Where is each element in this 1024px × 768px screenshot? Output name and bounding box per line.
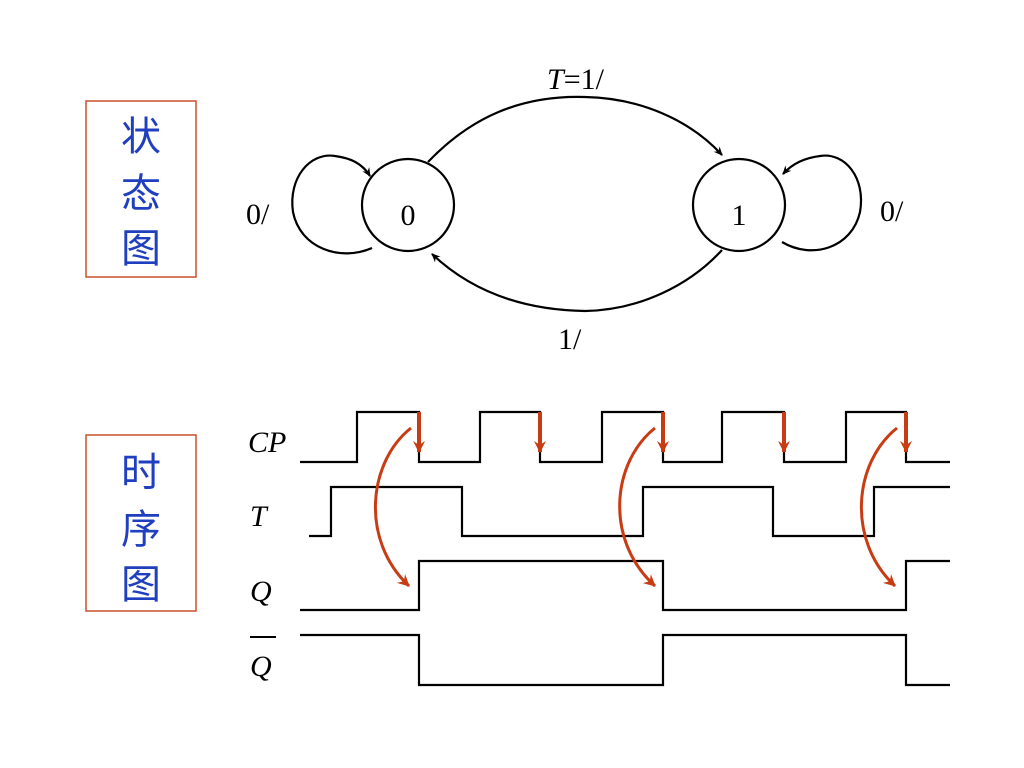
state-diagram-label-box xyxy=(85,100,197,278)
signal-name-cp: CP xyxy=(248,426,286,459)
self-loop-state-0 xyxy=(291,154,373,255)
state-diagram-label-char-3: 图 xyxy=(121,226,161,272)
causality-arrows xyxy=(373,426,898,588)
state-diagram-panel: 状 态 图 xyxy=(85,100,197,278)
self-loop-0-label: 0/ xyxy=(246,198,270,231)
state-0-label: 0 xyxy=(401,199,416,232)
state-diagram xyxy=(291,95,863,313)
signal-names: CP T Q Q xyxy=(248,426,286,683)
timing-diagram-panel: 时 序 图 xyxy=(85,434,197,612)
transition-0-to-1 xyxy=(427,95,723,163)
self-loop-1-label: 0/ xyxy=(880,195,904,228)
waveform-t xyxy=(309,485,950,538)
state-0-node xyxy=(360,157,456,253)
timing-diagram-label-char-3: 图 xyxy=(121,562,161,608)
transition-1-to-0-label: 1/ xyxy=(558,323,582,356)
self-loop-state-1 xyxy=(781,154,863,252)
waveform-cp xyxy=(300,410,950,464)
transition-0-to-1-label-var: T xyxy=(547,63,566,96)
state-diagram-label-char-2: 态 xyxy=(121,171,161,217)
waveforms xyxy=(300,410,950,687)
waveform-qbar xyxy=(300,633,950,687)
transition-0-to-1-label-rest: =1/ xyxy=(564,63,605,96)
transition-0-to-1-label: T=1/ xyxy=(547,63,605,96)
signal-name-q: Q xyxy=(250,575,272,608)
state-diagram-label-char-1: 状 xyxy=(121,114,161,160)
state-diagram-labels: 0 1 T=1/ 1/ 0/ 0/ xyxy=(246,63,904,356)
causality-arrow-2 xyxy=(618,426,657,588)
signal-name-qbar: Q xyxy=(250,650,272,683)
causality-arrow-1 xyxy=(373,426,412,588)
timing-diagram-label-char-1: 时 xyxy=(121,450,161,496)
state-1-node xyxy=(691,157,787,253)
timing-diagram-label-char-2: 序 xyxy=(121,507,161,553)
timing-diagram-label-box xyxy=(85,434,197,612)
signal-name-t: T xyxy=(250,500,269,533)
transition-1-to-0 xyxy=(431,249,723,313)
state-1-label: 1 xyxy=(732,199,747,232)
cp-edge-arrows xyxy=(413,412,912,453)
waveform-q xyxy=(300,559,950,612)
causality-arrow-3 xyxy=(859,426,898,588)
